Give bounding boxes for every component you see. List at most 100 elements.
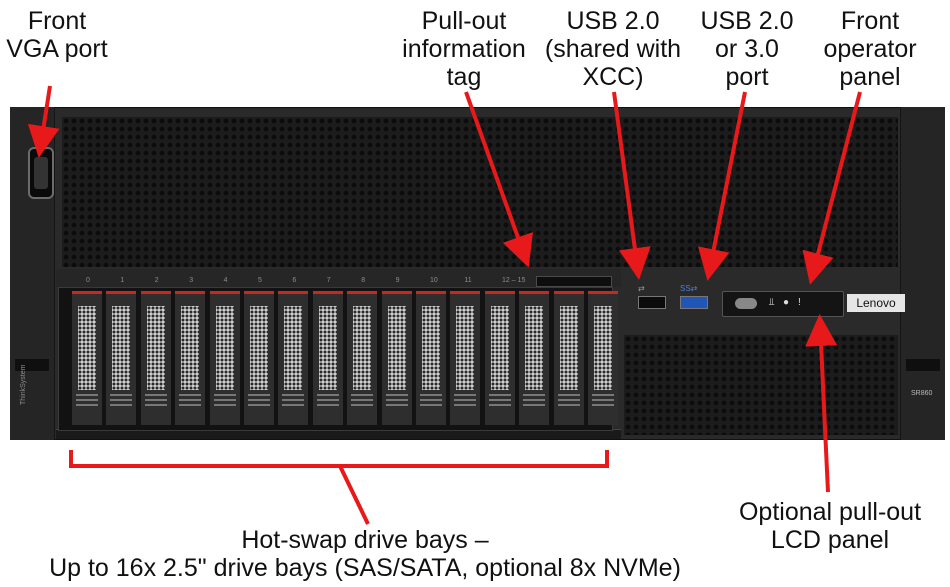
callout-line: USB 2.0 <box>700 7 794 35</box>
drive-bay[interactable] <box>312 291 343 425</box>
bay-number-label: 5 <box>258 277 262 284</box>
usb-3-port[interactable] <box>680 296 708 309</box>
bay-number-label: 0 <box>86 277 90 284</box>
callout-lcd-panel: Optional pull-out LCD panel <box>728 498 932 554</box>
vga-connector-pins <box>34 157 48 189</box>
drive-bay[interactable] <box>484 291 515 425</box>
drive-vent <box>215 306 234 390</box>
arrow-usb-shared <box>612 91 651 280</box>
drive-bay[interactable] <box>209 291 240 425</box>
drive-label <box>488 394 511 414</box>
callout-line: port <box>725 63 769 91</box>
callout-line: XCC) <box>582 63 644 91</box>
callout-line: tag <box>446 63 482 91</box>
lenovo-logo: Lenovo <box>847 294 905 312</box>
callout-pull-out-information-tag: Pull-out information tag <box>396 7 532 91</box>
drive-bay[interactable] <box>175 291 206 425</box>
left-rack-ear: ThinkSystem <box>10 107 55 440</box>
callout-line: VGA port <box>6 35 108 63</box>
callout-line: Up to 16x 2.5" drive bays (SAS/SATA, opt… <box>49 554 681 582</box>
rack-latch[interactable] <box>906 359 940 371</box>
bay-number-label: 7 <box>326 277 331 284</box>
top-vent-grille <box>62 117 898 267</box>
bay-number-label: 12 – 15 <box>502 277 526 284</box>
drive-label <box>592 394 614 414</box>
drive-vent <box>112 306 131 390</box>
callout-hot-swap-drive-bays: Hot-swap drive bays – Up to 16x 2.5" dri… <box>20 526 710 582</box>
callout-line: Front <box>27 7 87 35</box>
arrow-pull-tag <box>464 91 533 268</box>
bay-number-label: 6 <box>292 277 297 284</box>
drive-label <box>385 394 408 414</box>
id-button-icon[interactable]: ● <box>783 297 790 308</box>
drive-label <box>248 394 270 414</box>
bay-number-strip <box>56 269 621 287</box>
model-label: SR860 <box>911 390 933 397</box>
drive-label <box>557 394 580 414</box>
callout-line: Pull-out <box>421 7 507 35</box>
drive-vent <box>146 306 165 390</box>
pull-out-information-tag[interactable] <box>536 276 612 287</box>
bay-number-label: 3 <box>189 277 194 284</box>
bay-number-label: 10 <box>430 277 438 284</box>
callout-line: Front <box>840 7 900 35</box>
callout-line: information <box>402 35 526 63</box>
drive-label <box>420 394 442 414</box>
drive-bay[interactable] <box>106 291 137 425</box>
drive-vent <box>353 306 372 390</box>
drive-bay[interactable] <box>244 291 274 425</box>
callout-line: operator <box>823 35 917 63</box>
drive-bay[interactable] <box>347 291 378 425</box>
drive-label <box>523 394 546 414</box>
callout-front-operator-panel: Front operator panel <box>818 7 922 91</box>
drive-bay[interactable] <box>553 291 584 425</box>
callout-line: Optional pull-out <box>738 498 922 526</box>
drive-bay[interactable] <box>381 291 412 425</box>
drive-vent <box>594 306 612 390</box>
callout-line: USB 2.0 <box>566 7 660 35</box>
power-button[interactable] <box>735 298 757 309</box>
usb-symbol-icon: ⇄ <box>638 284 645 293</box>
arrow-operator-panel <box>802 91 862 285</box>
arrow-vga <box>27 85 60 158</box>
drive-label <box>179 394 202 414</box>
drive-vent <box>490 306 509 390</box>
drive-vent <box>181 306 200 390</box>
arrow-lcd <box>805 314 838 493</box>
drive-label <box>282 394 305 414</box>
drive-vent <box>250 306 268 390</box>
drive-vent <box>559 306 578 390</box>
drive-bay[interactable] <box>416 291 446 425</box>
right-vent-grille <box>624 335 898 435</box>
arrow-usb-3 <box>697 91 747 281</box>
drive-label <box>144 394 167 414</box>
callout-line: or 3.0 <box>715 35 779 63</box>
callout-front-vga-port: Front VGA port <box>2 7 112 63</box>
bay-number-label: 8 <box>361 277 366 284</box>
callout-usb-shared-xcc: USB 2.0 (shared with XCC) <box>540 7 686 91</box>
drive-vent <box>318 306 337 390</box>
drive-bay[interactable] <box>588 291 618 425</box>
bay-number-label: 4 <box>223 277 228 284</box>
drive-bay[interactable] <box>519 291 550 425</box>
rack-latch[interactable] <box>15 359 49 371</box>
callout-usb-2-or-3-port: USB 2.0 or 3.0 port <box>694 7 800 91</box>
drive-vent <box>284 306 303 390</box>
drive-bay[interactable] <box>140 291 171 425</box>
callout-line: LCD panel <box>770 526 890 554</box>
system-error-icon: ! <box>798 297 801 308</box>
bay-number-label: 11 <box>464 277 472 284</box>
drive-label <box>110 394 133 414</box>
bay-number-label: 1 <box>120 277 125 284</box>
bay-number-label: 9 <box>395 277 400 284</box>
arrow-drive-bays <box>338 465 370 525</box>
drive-bay[interactable] <box>278 291 309 425</box>
callout-line: panel <box>839 63 901 91</box>
drive-label <box>351 394 374 414</box>
drive-bay[interactable] <box>72 291 102 425</box>
front-operator-panel[interactable]: ⫫ ● ! <box>722 291 844 317</box>
drive-bay[interactable] <box>450 291 481 425</box>
usb-2-port[interactable] <box>638 296 666 309</box>
drive-label <box>213 394 236 414</box>
